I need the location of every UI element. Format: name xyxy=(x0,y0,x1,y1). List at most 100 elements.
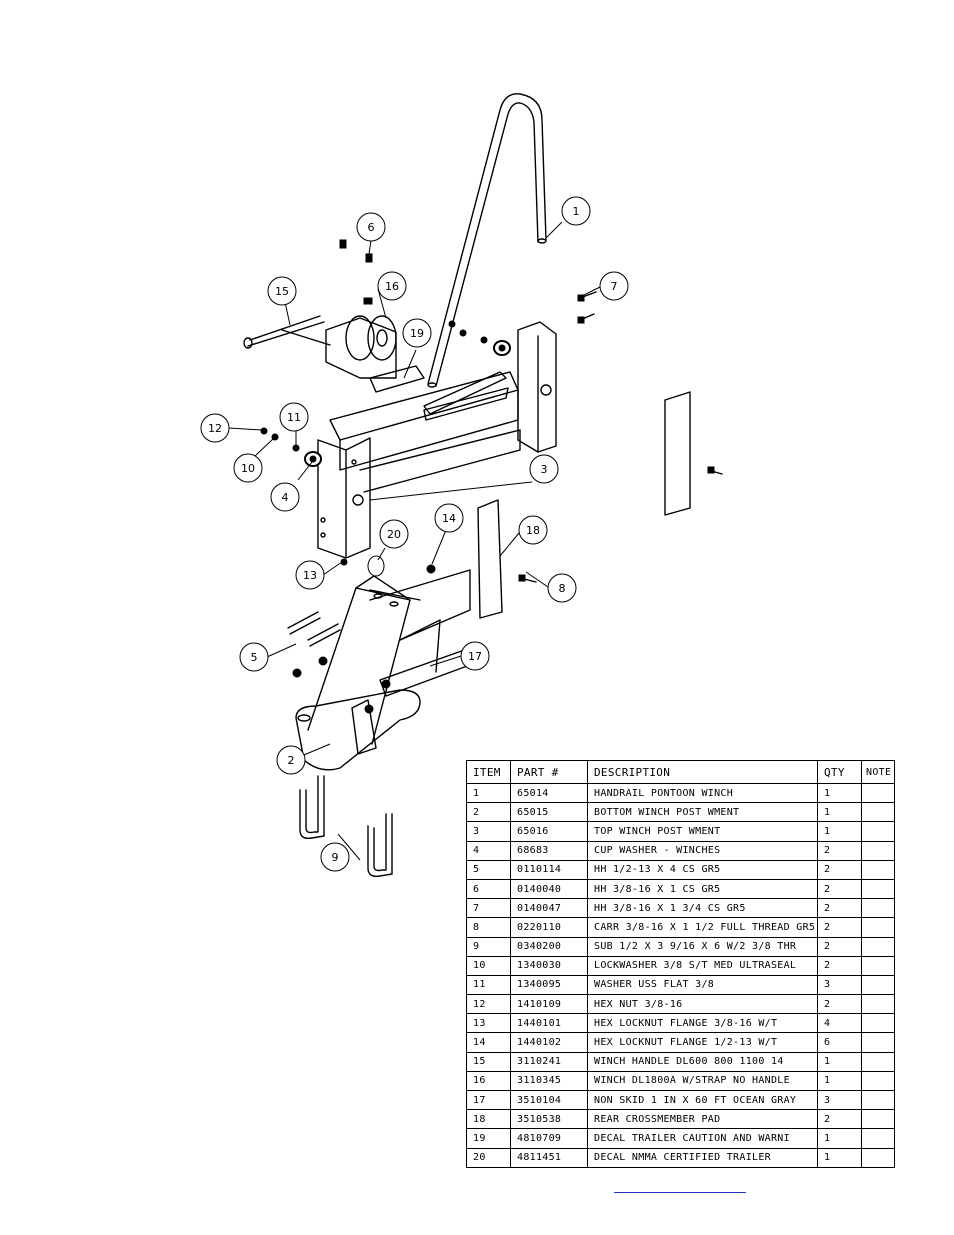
cell-qty: 2 xyxy=(817,955,862,976)
cell-description: CUP WASHER - WINCHES xyxy=(587,840,818,861)
cell-part-number: 0340200 xyxy=(510,936,588,957)
cell-note xyxy=(861,898,895,919)
cell-description: HEX LOCKNUT FLANGE 1/2-13 W/T xyxy=(587,1032,818,1053)
callout-17: 17 xyxy=(460,641,490,671)
header-part-number: PART # xyxy=(510,760,588,784)
callout-11: 11 xyxy=(279,402,309,432)
handrail-part xyxy=(427,93,547,388)
svg-text:8: 8 xyxy=(559,582,566,595)
cell-note xyxy=(861,1013,895,1034)
header-description: DESCRIPTION xyxy=(587,760,818,784)
cell-note xyxy=(861,802,895,823)
cell-part-number: 0140040 xyxy=(510,878,588,900)
cell-description: HH 3/8-16 X 1 3/4 CS GR5 xyxy=(587,898,818,919)
cell-qty: 1 xyxy=(817,1147,862,1168)
cell-qty: 4 xyxy=(817,1013,862,1034)
cell-qty: 3 xyxy=(817,974,862,996)
cell-part-number: 3110345 xyxy=(510,1070,588,1092)
callout-13: 13 xyxy=(295,560,325,590)
svg-text:11: 11 xyxy=(287,411,301,424)
cell-qty: 1 xyxy=(817,1128,862,1149)
cell-part-number: 1340030 xyxy=(510,955,588,976)
callout-12: 12 xyxy=(200,413,230,443)
cell-description: SUB 1/2 X 3 9/16 X 6 W/2 3/8 THR xyxy=(587,936,818,957)
cell-description: NON SKID 1 IN X 60 FT OCEAN GRAY xyxy=(587,1089,818,1111)
cell-description: HH 1/2-13 X 4 CS GR5 xyxy=(587,859,818,880)
cell-item: 12 xyxy=(466,994,511,1015)
cell-note xyxy=(861,782,895,804)
cell-part-number: 3510538 xyxy=(510,1109,588,1130)
svg-text:15: 15 xyxy=(275,285,289,298)
callout-16: 16 xyxy=(377,271,407,301)
cell-item: 8 xyxy=(466,917,511,938)
callout-2: 2 xyxy=(276,745,306,775)
leader-lines xyxy=(228,221,601,861)
cell-item: 11 xyxy=(466,974,511,996)
cell-qty: 2 xyxy=(817,936,862,957)
callout-15: 15 xyxy=(267,276,297,306)
top-winch-post-part xyxy=(317,321,557,559)
cell-note xyxy=(861,1032,895,1053)
cell-qty: 2 xyxy=(817,859,862,880)
cell-description: WASHER USS FLAT 3/8 xyxy=(587,974,818,996)
svg-text:6: 6 xyxy=(368,221,375,234)
cell-part-number: 0110114 xyxy=(510,859,588,880)
cell-part-number: 65016 xyxy=(510,821,588,842)
cell-item: 17 xyxy=(466,1089,511,1111)
callout-9: 9 xyxy=(320,842,350,872)
svg-text:2: 2 xyxy=(288,754,295,767)
svg-text:4: 4 xyxy=(282,491,289,504)
svg-text:17: 17 xyxy=(468,650,482,663)
cell-item: 7 xyxy=(466,898,511,919)
cell-description: TOP WINCH POST WMENT xyxy=(587,821,818,842)
cell-qty: 2 xyxy=(817,917,862,938)
cell-note xyxy=(861,994,895,1015)
cell-note xyxy=(861,936,895,957)
cell-item: 16 xyxy=(466,1070,511,1092)
cell-item: 5 xyxy=(466,859,511,880)
cell-note xyxy=(861,1051,895,1072)
cell-note xyxy=(861,1109,895,1130)
cell-qty: 1 xyxy=(817,821,862,842)
cell-part-number: 1440102 xyxy=(510,1032,588,1053)
cell-qty: 1 xyxy=(817,1070,862,1092)
callout-19: 19 xyxy=(402,318,432,348)
cell-part-number: 4810709 xyxy=(510,1128,588,1149)
svg-text:13: 13 xyxy=(303,569,317,582)
cell-description: HANDRAIL PONTOON WINCH xyxy=(587,782,818,804)
cell-description: WINCH HANDLE DL600 800 1100 14 xyxy=(587,1051,818,1072)
cell-description: WINCH DL1800A W/STRAP NO HANDLE xyxy=(587,1070,818,1092)
cell-part-number: 3510104 xyxy=(510,1089,588,1111)
cell-qty: 1 xyxy=(817,782,862,804)
cell-part-number: 0220110 xyxy=(510,917,588,938)
callout-3: 3 xyxy=(529,454,559,484)
cell-item: 9 xyxy=(466,936,511,957)
cell-description: HH 3/8-16 X 1 CS GR5 xyxy=(587,878,818,900)
cell-note xyxy=(861,974,895,996)
hyperlink-underline[interactable] xyxy=(614,1192,746,1193)
cell-item: 1 xyxy=(466,782,511,804)
callout-1: 1 xyxy=(561,196,591,226)
cell-part-number: 65014 xyxy=(510,782,588,804)
cell-note xyxy=(861,878,895,900)
cell-item: 20 xyxy=(466,1147,511,1168)
cell-note xyxy=(861,917,895,938)
callout-5: 5 xyxy=(239,642,269,672)
cell-part-number: 3110241 xyxy=(510,1051,588,1072)
cell-part-number: 1410109 xyxy=(510,994,588,1015)
svg-text:20: 20 xyxy=(387,528,401,541)
svg-text:3: 3 xyxy=(541,463,548,476)
cell-item: 6 xyxy=(466,878,511,900)
